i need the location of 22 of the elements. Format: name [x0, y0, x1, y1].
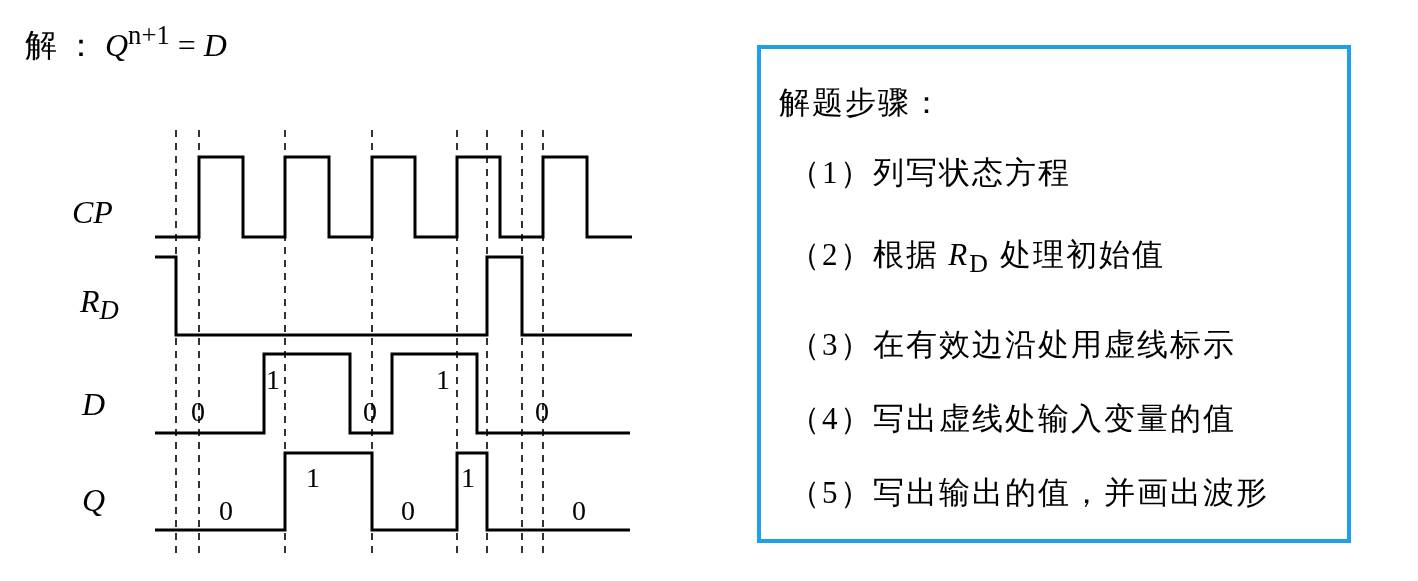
signal-name: CP: [72, 196, 113, 228]
signal-name: Q: [82, 484, 106, 516]
step-item: （4）写出虚线处输入变量的值: [789, 403, 1236, 434]
steps-heading: 解题步骤：: [779, 87, 944, 118]
step-item: （1）列写状态方程: [789, 157, 1071, 188]
step-item: （2）根据 R$_{D}$ 处理初始值: [789, 239, 1165, 277]
step-item: （3）在有效边沿处用虚线标示: [789, 329, 1236, 360]
signal-name: D: [82, 388, 106, 420]
bit-value: 0: [191, 398, 205, 426]
bit-value: 0: [572, 497, 586, 525]
formula-heading: 解 ： Q$^{n+1}$ = D: [25, 22, 227, 61]
bit-value: 1: [461, 464, 475, 492]
signal-name: R$_{D}$: [80, 285, 119, 325]
bit-value: 0: [363, 398, 377, 426]
bit-value: 0: [219, 497, 233, 525]
step-item: （5）写出输出的值，并画出波形: [789, 477, 1269, 508]
steps-box: [757, 45, 1351, 543]
bit-value: 1: [306, 464, 320, 492]
bit-value: 1: [266, 366, 280, 394]
bit-value: 1: [436, 366, 450, 394]
bit-value: 0: [535, 398, 549, 426]
bit-value: 0: [401, 497, 415, 525]
